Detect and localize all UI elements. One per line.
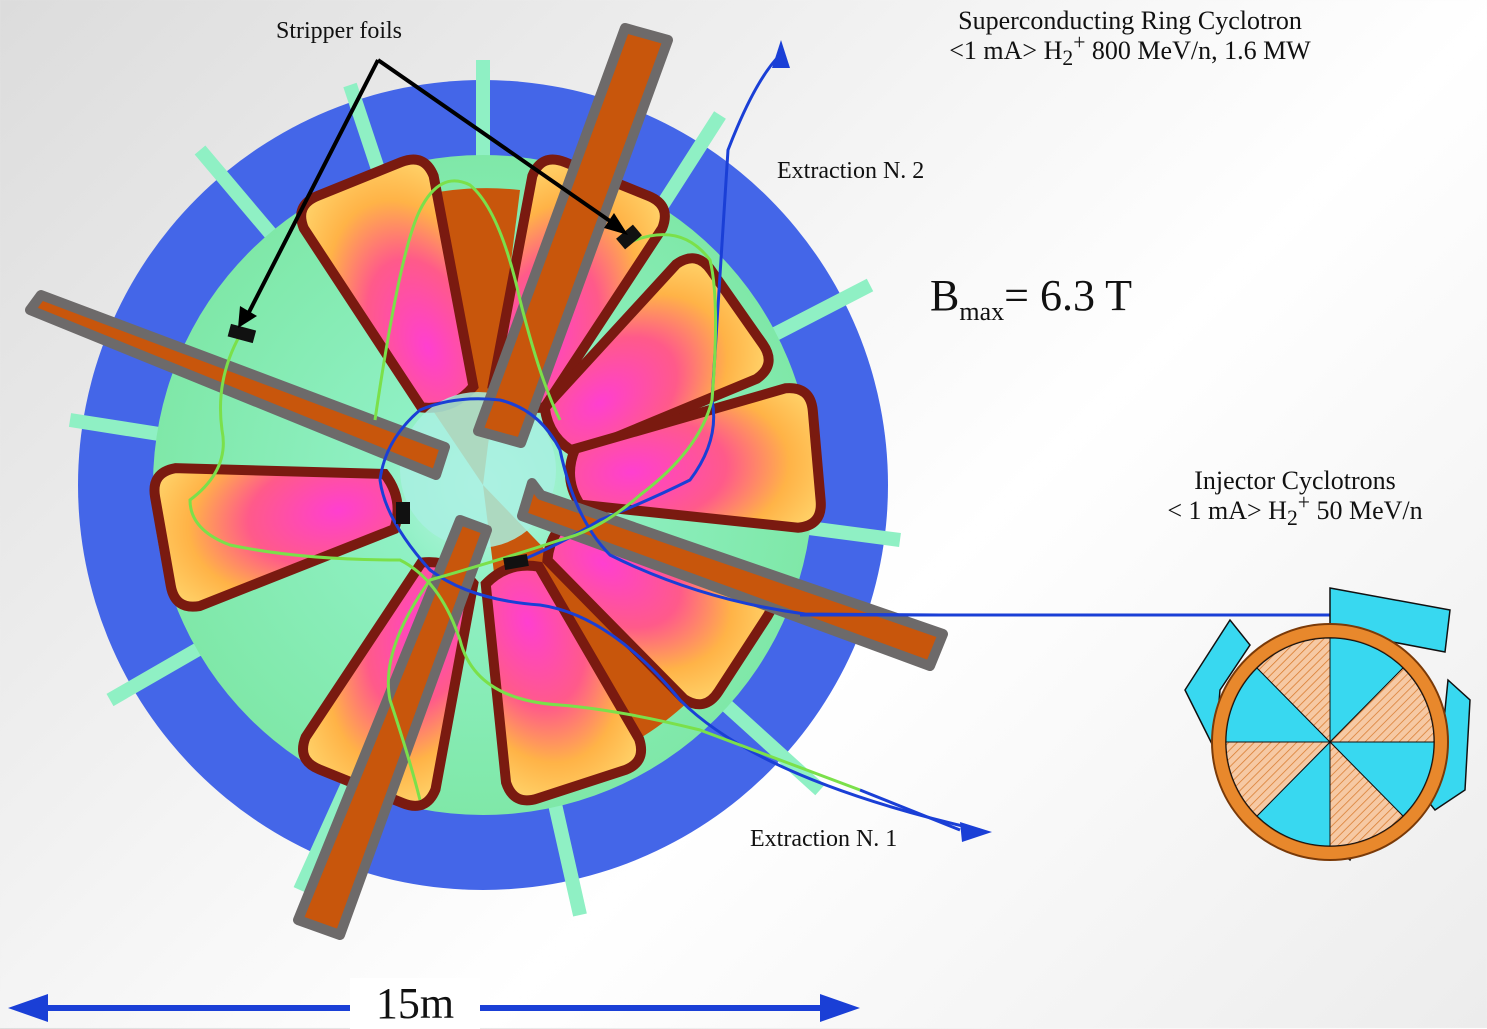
injector-title: Injector Cyclotrons < 1 mA> H2+ 50 MeV/n [1110, 466, 1480, 530]
rf-cavity-bar-right [517, 478, 948, 671]
extraction-1-label: Extraction N. 1 [750, 826, 898, 852]
ring-cyclotron-title: Superconducting Ring Cyclotron <1 mA> H2… [860, 6, 1400, 70]
pointer-left [243, 59, 380, 321]
scale-arrow-right [820, 994, 860, 1022]
injector-line1: Injector Cyclotrons [1194, 466, 1396, 495]
green-beam-path [188, 334, 861, 792]
ring-title-energy: 800 MeV/n, 1.6 MW [1085, 36, 1311, 65]
ring-title-sub: 2 [1062, 46, 1074, 71]
rf-cavities [25, 23, 948, 940]
scale-label: 15m [350, 978, 480, 1029]
bmax-b: B [930, 271, 960, 320]
stripper-pointer-arrows [243, 58, 622, 321]
stripper-foil-4 [503, 554, 529, 570]
blue-beam-path [378, 397, 981, 832]
stripper-foil-2 [227, 323, 257, 344]
beam-trajectories [188, 53, 981, 832]
extraction-1-arrowhead [960, 822, 992, 842]
injector-sub: 2 [1286, 506, 1298, 531]
pointer-right-head [604, 213, 628, 235]
green-beam-path-3 [373, 179, 562, 421]
injector-sectors [1225, 637, 1435, 847]
stripper-foils [227, 224, 642, 570]
stripper-foil-3 [396, 502, 410, 524]
injector-sup: + [1297, 490, 1310, 515]
extraction-2-label: Extraction N. 2 [777, 158, 925, 184]
green-beam-path-2 [386, 233, 718, 801]
scale-arrow-left [8, 994, 48, 1022]
injector-h: < 1 mA> H [1167, 496, 1287, 525]
ring-title-line2: <1 mA> H2+ 800 MeV/n, 1.6 MW [860, 32, 1400, 70]
ring-title-sup: + [1073, 30, 1086, 55]
bmax-label: Bmax= 6.3 T [930, 270, 1133, 324]
bmax-sub: max [959, 296, 1005, 326]
rf-cavity-bar-bottom [293, 515, 492, 940]
ring-cyclotron [25, 23, 981, 940]
rf-cavity-bar-top [473, 23, 673, 448]
bmax-value: = 6.3 T [1004, 271, 1133, 320]
rf-cavity-bar-left [25, 290, 450, 480]
ring-title-h: <1 mA> H [949, 36, 1063, 65]
injector-energy: 50 MeV/n [1309, 496, 1423, 525]
pointer-right [376, 58, 622, 230]
extraction-arrows [772, 40, 992, 842]
stripper-foil-1 [616, 224, 642, 250]
injector-cyclotron [1184, 587, 1471, 862]
ring-title-line1: Superconducting Ring Cyclotron [958, 6, 1302, 35]
stripper-foils-label: Stripper foils [276, 18, 402, 44]
pointer-left-head [238, 306, 257, 328]
injector-line2: < 1 mA> H2+ 50 MeV/n [1110, 492, 1480, 530]
extraction-2-arrowhead [772, 40, 790, 68]
